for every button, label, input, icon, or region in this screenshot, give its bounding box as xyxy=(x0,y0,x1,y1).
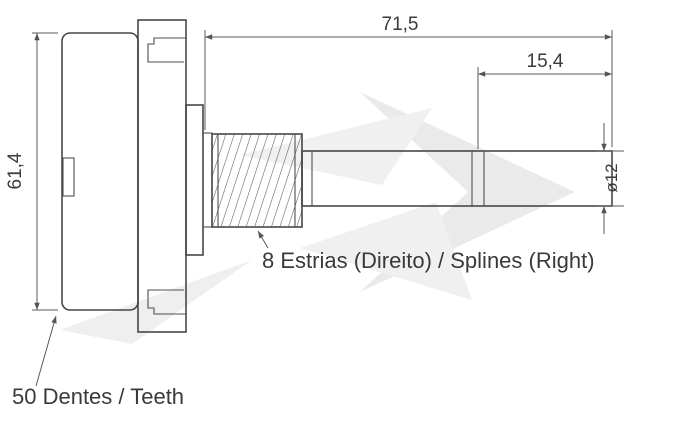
dimension-gear-height: 61,4 xyxy=(5,32,58,311)
note-splines: 8 Estrias (Direito) / Splines (Right) xyxy=(257,230,595,273)
label-teeth: 50 Dentes / Teeth xyxy=(12,384,184,409)
watermark-swoosh-upper xyxy=(240,108,432,185)
hub-outline xyxy=(185,104,204,256)
dimension-total-length: 71,5 xyxy=(204,14,613,147)
watermark-swoosh-lower xyxy=(300,202,472,300)
watermark-swoosh-left xyxy=(60,260,252,344)
gear-drum-outline xyxy=(61,32,139,311)
spline-section xyxy=(211,133,303,228)
leader-splines xyxy=(257,230,269,249)
gear-flange-outline xyxy=(137,19,187,333)
watermark-chevron xyxy=(360,92,575,292)
label-splines: 8 Estrias (Direito) / Splines (Right) xyxy=(262,248,595,273)
dim-label-gear-height: 61,4 xyxy=(5,152,26,189)
dim-label-end-section: 15,4 xyxy=(527,51,564,72)
dim-label-shaft-diameter: ø12 xyxy=(602,163,621,192)
flange-bottom-step xyxy=(147,289,186,315)
note-teeth: 50 Dentes / Teeth xyxy=(12,315,184,409)
shaft xyxy=(301,150,613,207)
gear-left-notch xyxy=(62,157,75,197)
flange-top-step xyxy=(147,37,186,63)
spline-pinion xyxy=(211,133,303,228)
dimension-end-section: 15,4 xyxy=(477,51,612,149)
dimension-shaft-diameter: ø12 xyxy=(596,123,624,234)
shaft-outline xyxy=(301,150,613,207)
hub-collar xyxy=(202,132,213,228)
leader-teeth xyxy=(35,315,57,387)
background-watermark xyxy=(60,92,575,344)
dim-label-total-length: 71,5 xyxy=(382,14,419,35)
